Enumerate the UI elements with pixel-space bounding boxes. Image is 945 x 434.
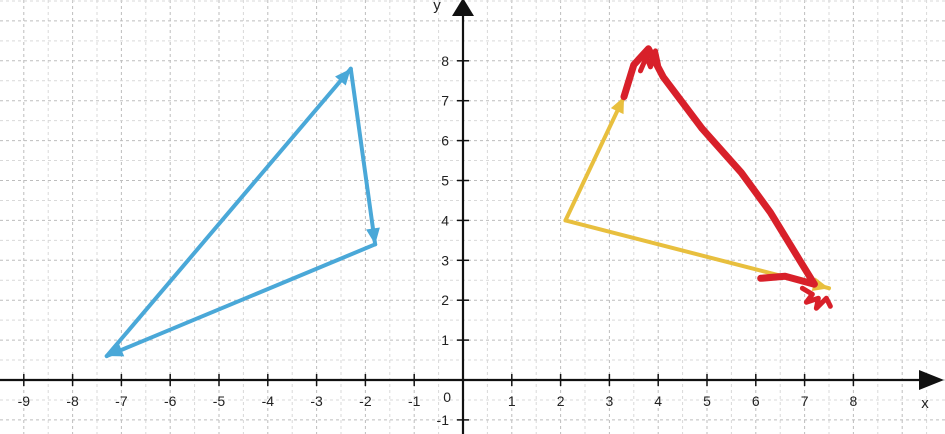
series-0-arrowhead-2-icon	[106, 343, 125, 357]
series-1-vector-0	[563, 94, 627, 223]
y-tick-label: -1	[437, 412, 450, 428]
x-tick-label: 4	[654, 393, 662, 409]
series-2-scribble-top	[637, 48, 661, 74]
series-2-stroke	[620, 45, 818, 288]
series-0-vector-2	[104, 242, 378, 359]
series-0-arrowhead-1-icon	[366, 227, 380, 245]
x-tick-label: -4	[262, 393, 275, 409]
x-tick-label: -5	[213, 393, 226, 409]
series-2-scribble-end	[799, 285, 833, 311]
y-tick-label: 7	[441, 93, 449, 109]
x-tick-label: -2	[359, 393, 372, 409]
x-tick-label: -7	[115, 393, 128, 409]
x-tick-label: 2	[557, 393, 565, 409]
series-1-arrowhead-0-icon	[610, 96, 625, 115]
vector-series	[104, 45, 833, 359]
x-tick-label: -9	[18, 393, 31, 409]
y-axis-label: y	[433, 0, 441, 14]
x-tick-label: -3	[310, 393, 323, 409]
x-axis-label: x	[921, 395, 929, 412]
x-tick-label: 7	[801, 393, 809, 409]
origin-label: 0	[443, 389, 451, 405]
y-tick-label: 6	[441, 133, 449, 149]
y-tick-label: 5	[441, 173, 449, 189]
y-tick-label: 4	[441, 212, 449, 228]
y-tick-label: 8	[441, 53, 449, 69]
series-0-vector-1	[348, 66, 378, 247]
x-tick-label: 1	[508, 393, 516, 409]
x-tick-label: -6	[164, 393, 177, 409]
series-0-vector-0	[104, 66, 353, 359]
y-tick-label: 3	[441, 252, 449, 268]
x-tick-label: 3	[606, 393, 614, 409]
x-axis-arrow-icon	[919, 370, 944, 390]
tick-labels: -9 -8 -7 -6 -5 -4 -3 -2 -1 1 2 3 4 5 6 7 8 -1 1 2 3 4 5 6 7 8 0	[18, 53, 858, 428]
x-tick-label: 8	[850, 393, 858, 409]
x-tick-label: -1	[408, 393, 421, 409]
y-tick-label: 2	[441, 292, 449, 308]
y-tick-label: 1	[441, 332, 449, 348]
x-tick-label: 6	[752, 393, 760, 409]
y-axis-arrow-icon	[452, 0, 474, 16]
x-tick-label: -8	[66, 393, 79, 409]
series-0-arrowhead-0-icon	[335, 68, 351, 86]
x-tick-label: 5	[703, 393, 711, 409]
